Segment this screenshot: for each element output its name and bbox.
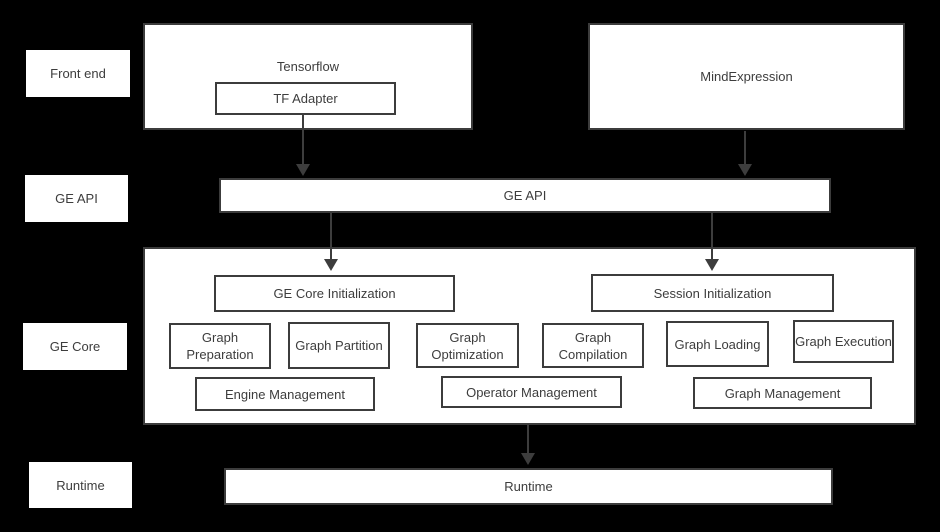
graph-compilation-box: Graph Compilation — [542, 323, 644, 368]
graph-preparation-box: Graph Preparation — [169, 323, 271, 369]
graph-partition-box: Graph Partition — [288, 322, 390, 369]
tensorflow-box: Tensorflow TF Adapter — [143, 23, 473, 130]
engine-management-box: Engine Management — [195, 377, 375, 411]
graph-execution-label: Graph Execution — [795, 334, 892, 349]
engine-management-label: Engine Management — [225, 386, 345, 402]
tf-adapter-box: TF Adapter — [215, 82, 396, 115]
arrow-mindexpression-to-ge-api-icon — [738, 131, 752, 176]
graph-loading-label: Graph Loading — [674, 336, 761, 352]
ge-core-initialization-label: GE Core Initialization — [273, 286, 396, 301]
row-label-ge-api: GE API — [25, 175, 128, 222]
tensorflow-label: Tensorflow — [276, 59, 340, 74]
ge-api-bar-label: GE API — [503, 188, 547, 203]
graph-loading-box: Graph Loading — [666, 321, 769, 367]
row-label-runtime: Runtime — [29, 462, 132, 508]
session-initialization-label: Session Initialization — [653, 285, 772, 301]
arrow-ge-api-to-session-initialization-icon — [705, 213, 719, 271]
graph-preparation-label: Graph Preparation — [186, 330, 254, 362]
graph-partition-label: Graph Partition — [295, 338, 383, 353]
ge-core-initialization-box: GE Core Initialization — [214, 275, 455, 312]
session-initialization-box: Session Initialization — [591, 274, 834, 312]
mindexpression-label: MindExpression — [700, 69, 793, 84]
tf-adapter-label: TF Adapter — [273, 91, 338, 106]
graph-compilation-label: Graph Compilation — [558, 329, 628, 362]
ge-core-box: GE Core Initialization Session Initializ… — [143, 247, 916, 425]
mindexpression-box: MindExpression — [588, 23, 905, 130]
graph-management-label: Graph Management — [724, 385, 841, 401]
runtime-bar-label: Runtime — [504, 479, 553, 494]
graph-execution-box: Graph Execution — [793, 320, 894, 363]
operator-management-label: Operator Management — [466, 384, 597, 400]
arrow-ge-api-to-ge-core-initialization-icon — [324, 213, 338, 271]
arrow-ge-core-to-runtime-icon — [521, 425, 535, 465]
ge-api-bar: GE API — [219, 178, 831, 213]
graph-management-box: Graph Management — [693, 377, 872, 409]
row-label-front-end: Front end — [26, 50, 130, 97]
row-label-ge-core: GE Core — [23, 323, 127, 370]
operator-management-box: Operator Management — [441, 376, 622, 408]
graph-optimization-label: Graph Optimization — [431, 329, 504, 362]
graph-optimization-box: Graph Optimization — [416, 323, 519, 368]
arrow-tf-adapter-to-ge-api-icon — [296, 113, 310, 176]
runtime-bar: Runtime — [224, 468, 833, 505]
